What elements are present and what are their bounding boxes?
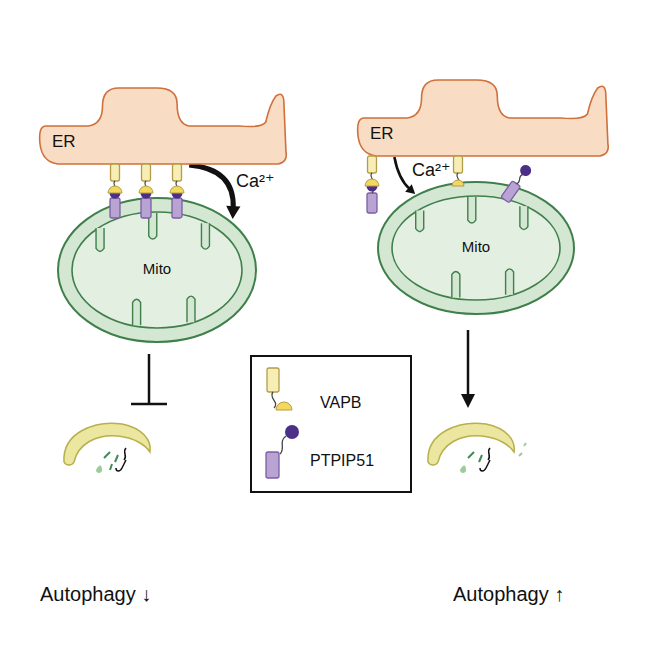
legend-icon-ptpip51 (266, 425, 299, 478)
mito-label: Mito (48, 260, 266, 277)
arrow-shaft (394, 157, 409, 189)
outcome-label: Autophagy ↑ (453, 583, 564, 606)
mitochondrion: Mito (368, 180, 584, 316)
phagophore (64, 423, 150, 473)
er-outline (356, 76, 612, 158)
legend-text: VAPB (320, 394, 362, 412)
inhibit-bar (131, 354, 167, 404)
mitochondrion: Mito (48, 196, 266, 344)
edge-label: Ca²⁺ (236, 170, 275, 192)
er-membrane: ER (38, 84, 290, 166)
er-membrane: ER (356, 76, 612, 158)
er-outline (38, 84, 290, 166)
arrow-head (405, 184, 415, 194)
er-label: ER (370, 124, 394, 144)
legend-text: PTPIP51 (310, 452, 374, 470)
arrow-shaft (189, 165, 233, 209)
edge-label: Ca²⁺ (412, 159, 451, 181)
tether-right (365, 156, 533, 213)
tether-left (108, 164, 184, 218)
er-label: ER (52, 132, 76, 152)
outcome-label: Autophagy ↓ (40, 583, 151, 606)
legend-icon-vapb (267, 368, 292, 410)
legend-box (250, 355, 412, 493)
arrow-head (226, 206, 240, 219)
mito-label: Mito (368, 238, 584, 255)
activate-arrow (461, 330, 475, 408)
phagophore (428, 423, 526, 473)
